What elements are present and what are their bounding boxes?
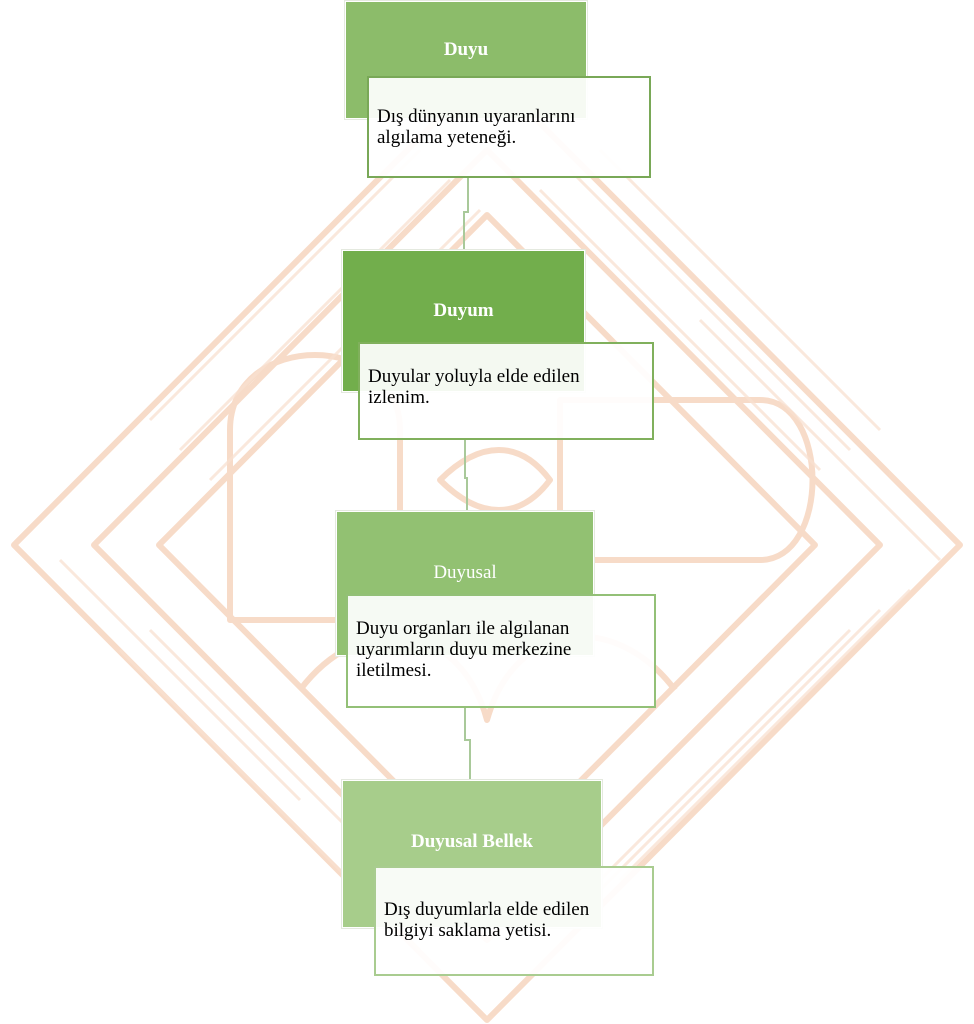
step-title: Duyusal bbox=[433, 562, 497, 583]
description-line: Duyu organları ile algılanan bbox=[356, 618, 570, 639]
connector-1-2 bbox=[463, 178, 469, 250]
step-description-box-duyusal: Duyu organları ile algılanan uyarımların… bbox=[346, 594, 656, 708]
description-line: bilgiyi saklama yetisi. bbox=[384, 920, 552, 941]
description-line: algılama yeteneği. bbox=[377, 127, 517, 148]
step-title: Duyum bbox=[433, 300, 494, 321]
step-description-box-duyu: Dış dünyanın uyaranlarını algılama yeten… bbox=[367, 76, 651, 178]
description-line: Dış dünyanın uyaranlarını bbox=[377, 106, 576, 127]
step-title: Duyu bbox=[443, 39, 489, 60]
connector-2-3 bbox=[464, 440, 468, 512]
connector-3-4 bbox=[464, 708, 471, 780]
description-line: uyarımların duyu merkezine bbox=[356, 639, 572, 660]
step-title: Duyusal Bellek bbox=[411, 831, 533, 852]
description-line: izlenim. bbox=[368, 387, 430, 408]
description-line: Duyular yoluyla elde edilen bbox=[368, 366, 580, 387]
description-line: iletilmesi. bbox=[356, 660, 432, 681]
description-line: Dış duyumlarla elde edilen bbox=[384, 899, 590, 920]
step-description-box-duyum: Duyular yoluyla elde edilen izlenim. bbox=[358, 342, 654, 440]
step-description-box-duyusal-bellek: Dış duyumlarla elde edilen bilgiyi sakla… bbox=[374, 866, 654, 976]
